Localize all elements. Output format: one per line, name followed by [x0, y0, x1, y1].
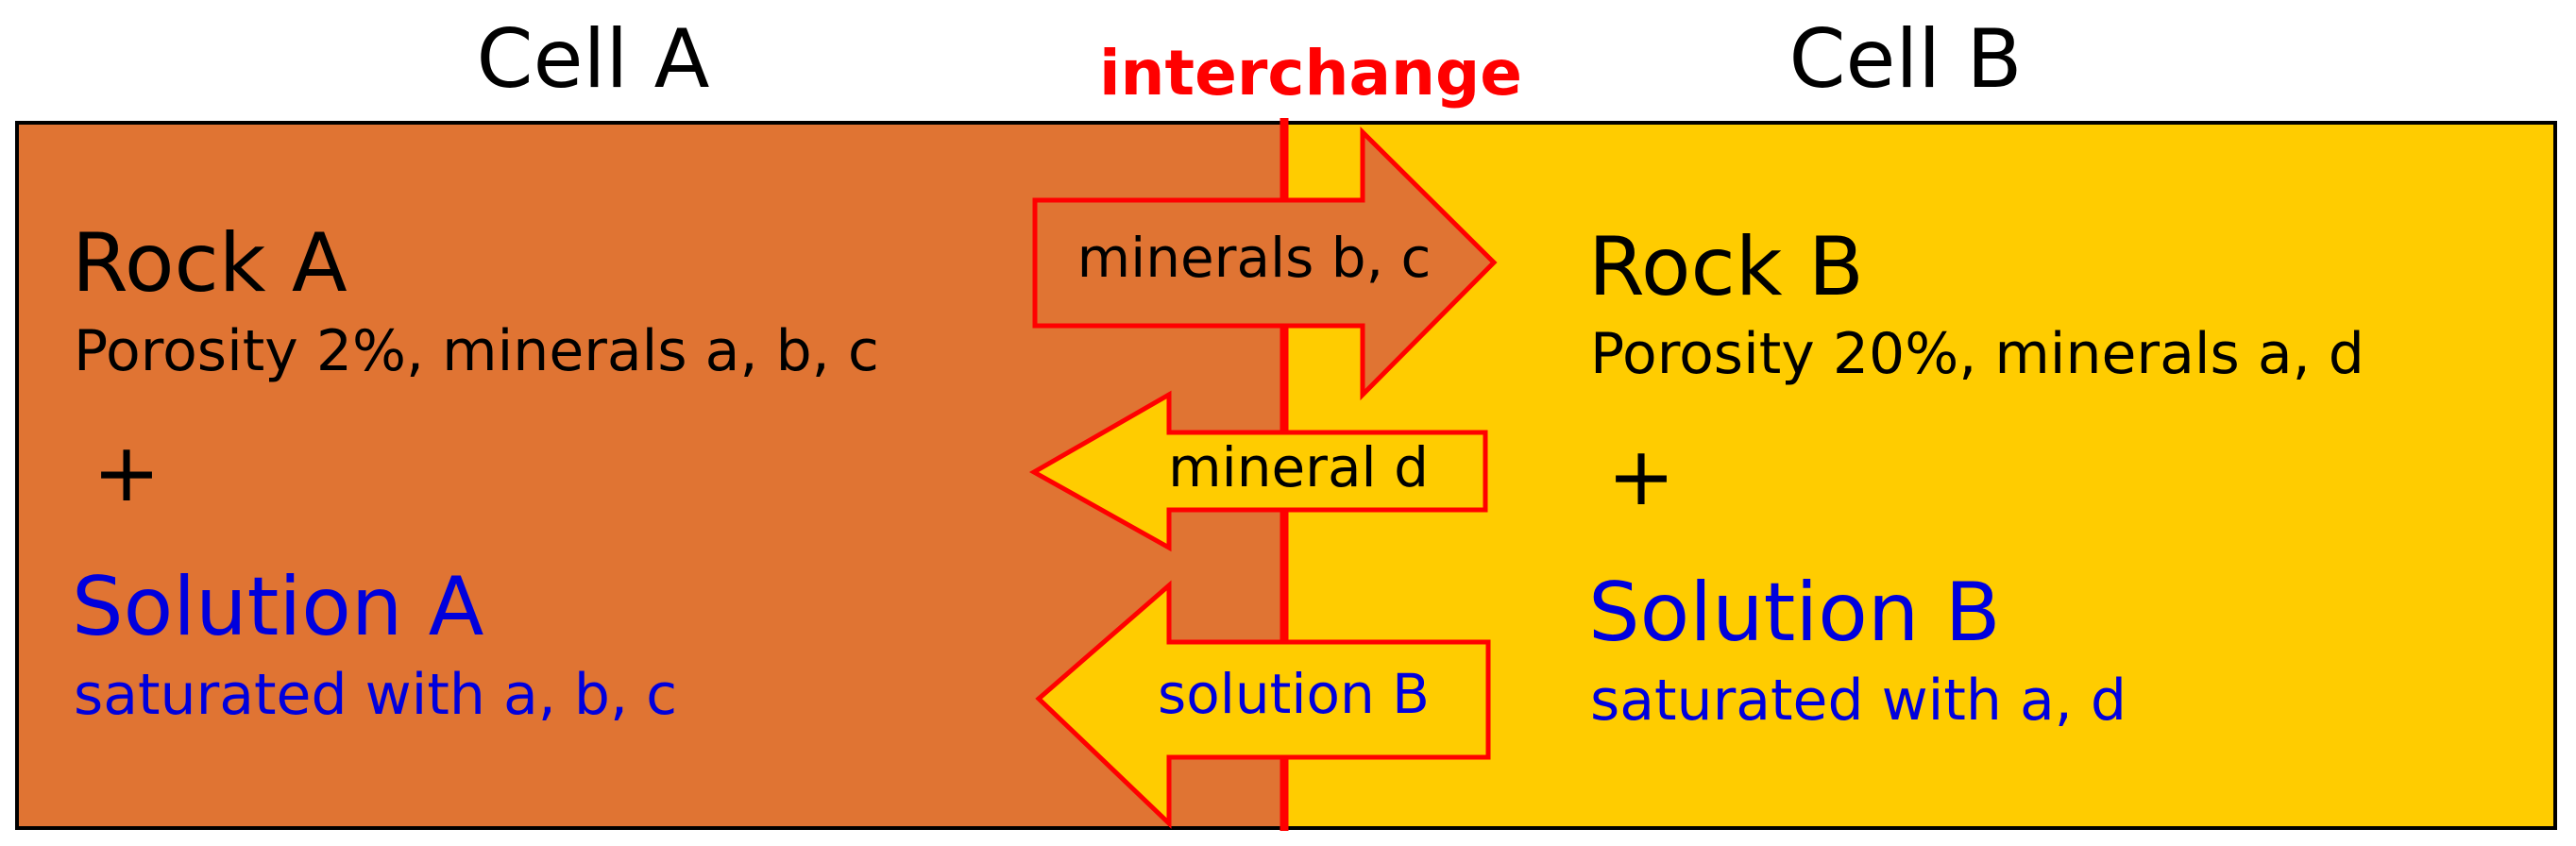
solution-a-title: Solution A: [72, 560, 484, 654]
solution-b-description: saturated with a, d: [1590, 668, 2127, 734]
arrow-solution-to-a-label: solution B: [1158, 662, 1430, 726]
rock-a-description: Porosity 2%, minerals a, b, c: [74, 318, 879, 384]
solution-b-title: Solution B: [1588, 566, 2001, 660]
arrow-mineral-to-a-label: mineral d: [1168, 435, 1429, 499]
rock-a-title: Rock A: [72, 216, 347, 311]
cell-b-region: [1284, 123, 2555, 828]
arrow-minerals-to-b-label: minerals b, c: [1077, 226, 1432, 290]
cell-b-plus: +: [1607, 430, 1675, 524]
cell-a-plus: +: [93, 426, 161, 520]
cell-b-title: Cell B: [1788, 12, 2022, 107]
rock-b-title: Rock B: [1588, 220, 1864, 314]
rock-b-description: Porosity 20%, minerals a, d: [1590, 321, 2364, 387]
interchange-label: interchange: [1099, 37, 1522, 110]
arrow-mineral-to-a: [1028, 390, 1488, 552]
arrow-minerals-to-b: [1032, 126, 1498, 401]
cell-a-title: Cell A: [477, 12, 710, 107]
arrow-solution-to-a: [1035, 580, 1491, 829]
solution-a-description: saturated with a, b, c: [74, 662, 677, 728]
